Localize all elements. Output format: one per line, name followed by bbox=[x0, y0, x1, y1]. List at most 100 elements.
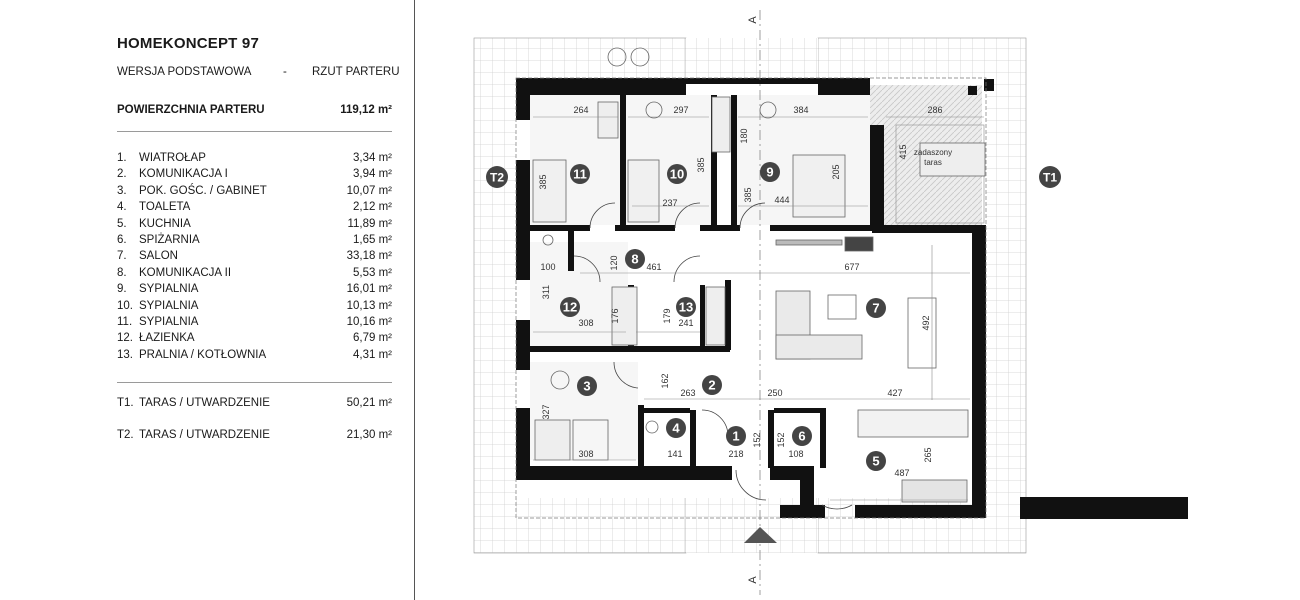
covered-terrace-label: zadaszony bbox=[914, 148, 952, 157]
terrace-marker-label: T2 bbox=[490, 171, 504, 185]
dimension-label: 492 bbox=[921, 315, 931, 330]
room-marker-number: 12 bbox=[563, 300, 577, 315]
room-area: 11,89 m² bbox=[347, 217, 392, 230]
dimension-label: 162 bbox=[660, 373, 670, 388]
room-row: 4. TOALETA 2,12 m² bbox=[117, 201, 392, 217]
room-name: POK. GOŚC. / GABINET bbox=[139, 184, 267, 197]
room-number: 7. bbox=[117, 250, 127, 263]
room-name: ŁAZIENKA bbox=[139, 332, 195, 345]
room-marker-circle bbox=[667, 164, 687, 184]
room-name: SYPIALNIA bbox=[139, 299, 199, 312]
dimension-label: 308 bbox=[578, 449, 593, 459]
room-number: 13. bbox=[117, 348, 133, 361]
room-marker-number: 6 bbox=[798, 429, 805, 444]
room-marker-circle bbox=[726, 426, 746, 446]
room-area: 16,01 m² bbox=[346, 283, 392, 296]
room-marker-circle bbox=[760, 162, 780, 182]
view-label: RZUT PARTERU bbox=[312, 66, 400, 78]
room-number: 5. bbox=[117, 217, 127, 230]
room-number: 9. bbox=[117, 283, 127, 296]
variant-label: WERSJA PODSTAWOWA bbox=[117, 66, 252, 78]
terrace-marker-label: T1 bbox=[1043, 171, 1057, 185]
dimension-label: 487 bbox=[894, 468, 909, 478]
terrace-number: T2. bbox=[117, 429, 134, 441]
dimension-label: 180 bbox=[739, 128, 749, 143]
dimension-label: 265 bbox=[923, 447, 933, 462]
total-area-row: POWIERZCHNIA PARTERU 119,12 m² bbox=[117, 104, 392, 120]
dimension-label: 237 bbox=[662, 198, 677, 208]
room-number: 6. bbox=[117, 234, 127, 246]
room-number: 12. bbox=[117, 332, 133, 345]
divider bbox=[117, 131, 392, 132]
room-marker-number: 4 bbox=[672, 421, 680, 436]
room-marker-number: 2 bbox=[708, 378, 715, 393]
room-marker-number: 10 bbox=[670, 167, 684, 182]
room-marker-number: 8 bbox=[631, 252, 638, 267]
room-name: KOMUNIKACJA II bbox=[139, 266, 232, 279]
dimension-label: 308 bbox=[578, 318, 593, 328]
room-marker-number: 5 bbox=[872, 454, 879, 469]
room-marker-circle bbox=[676, 297, 696, 317]
room-area: 3,94 m² bbox=[353, 168, 392, 181]
room-number: 11. bbox=[117, 316, 133, 328]
room-marker-number: 1 bbox=[732, 429, 739, 444]
room-marker-circle bbox=[866, 451, 886, 471]
room-area: 6,79 m² bbox=[353, 332, 392, 345]
room-marker-number: 11 bbox=[573, 167, 587, 182]
room-marker-circle bbox=[625, 249, 645, 269]
terrace-area: 50,21 m² bbox=[346, 397, 392, 409]
room-area: 10,07 m² bbox=[346, 184, 392, 197]
dimension-label: 205 bbox=[831, 164, 841, 179]
dimension-label: 427 bbox=[887, 388, 902, 398]
total-area-label: POWIERZCHNIA PARTERU bbox=[117, 104, 265, 116]
terrace-area: 21,30 m² bbox=[346, 429, 392, 441]
terrace-marker-circle bbox=[1039, 166, 1061, 188]
dimension-label: 677 bbox=[844, 262, 859, 272]
dimension-label: 311 bbox=[541, 285, 551, 299]
room-name: PRALNIA / KOTŁOWNIA bbox=[139, 348, 267, 361]
room-number: 10. bbox=[117, 299, 133, 312]
covered-terrace-label: taras bbox=[924, 158, 942, 167]
section-label-top: A bbox=[747, 16, 759, 24]
room-marker-number: 13 bbox=[679, 300, 693, 315]
room-marker-circle bbox=[577, 376, 597, 396]
room-marker-circle bbox=[866, 298, 886, 318]
dimension-label: 444 bbox=[774, 195, 789, 205]
dimension-lines bbox=[533, 116, 984, 501]
dimension-label: 100 bbox=[540, 262, 555, 272]
room-number: 8. bbox=[117, 266, 127, 279]
terrace-marker-circle bbox=[486, 166, 508, 188]
room-name: SALON bbox=[139, 250, 178, 263]
outline-dashed bbox=[515, 77, 987, 519]
room-marker-number: 7 bbox=[872, 301, 879, 316]
dimension-label: 327 bbox=[541, 404, 551, 419]
room-area: 3,34 m² bbox=[353, 152, 392, 164]
dimension-label: 108 bbox=[788, 449, 803, 459]
divider bbox=[117, 382, 392, 383]
terrace-name: TARAS / UTWARDZENIE bbox=[139, 397, 270, 409]
dimension-label: 263 bbox=[680, 388, 695, 398]
dimension-label: 264 bbox=[573, 105, 588, 115]
dimension-label: 120 bbox=[609, 255, 619, 270]
total-area-value: 119,12 m² bbox=[340, 104, 392, 116]
dimension-label: 152 bbox=[752, 432, 762, 447]
terrace-row: T2. TARAS / UTWARDZENIE 21,30 m² bbox=[117, 429, 392, 445]
dimension-label: 250 bbox=[767, 388, 782, 398]
section-label-bottom: A bbox=[747, 576, 759, 584]
room-number: 4. bbox=[117, 201, 127, 214]
room-name: WIATROŁAP bbox=[139, 152, 206, 164]
room-name: TOALETA bbox=[139, 201, 191, 214]
room-area: 2,12 m² bbox=[353, 201, 392, 214]
room-name: KOMUNIKACJA I bbox=[139, 168, 228, 181]
garden-wall bbox=[1020, 497, 1188, 519]
